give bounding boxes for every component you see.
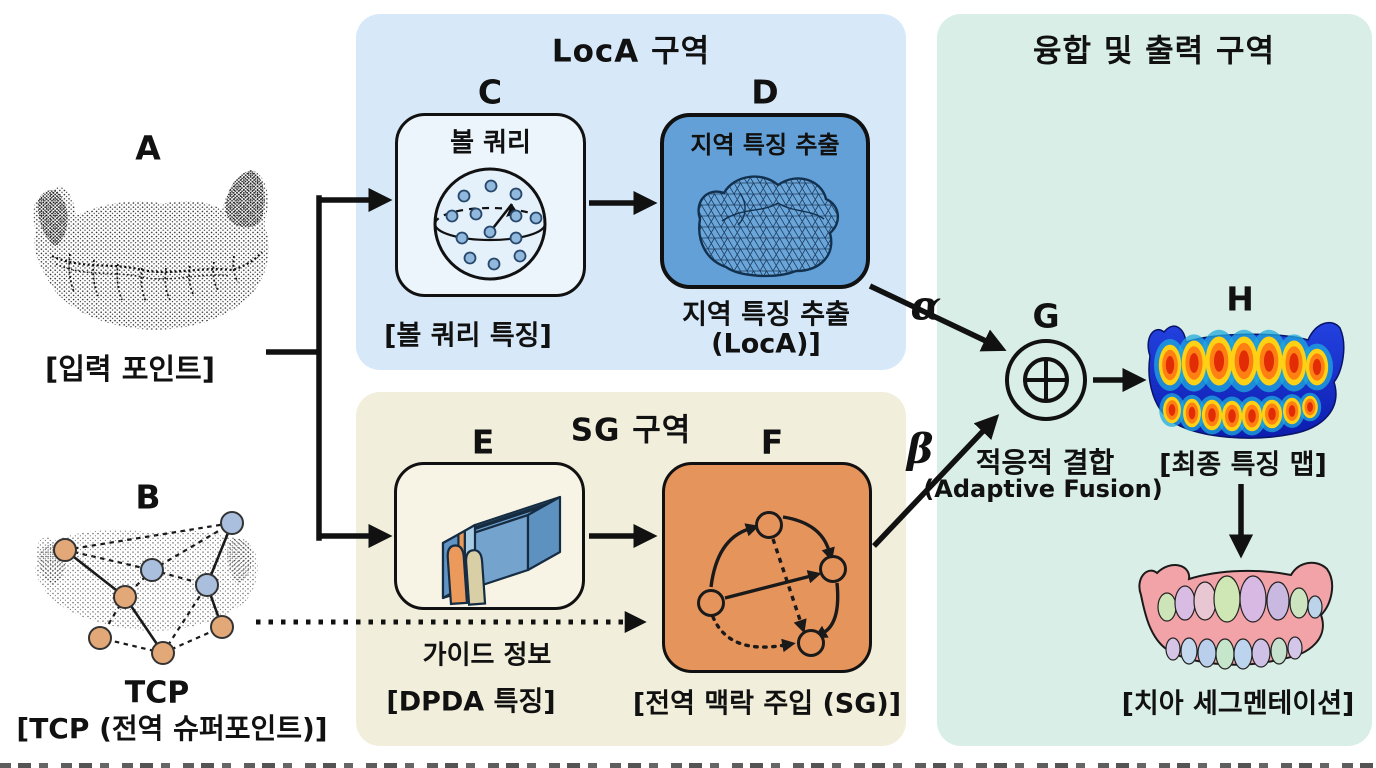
caption-ball-query-feature: [볼 쿼리 특징] <box>384 320 552 352</box>
block-local-feature: 지역 특징 추출 <box>660 113 870 289</box>
tcp-superpoint-illustration <box>35 511 258 665</box>
guide-info-label: 가이드 정보 <box>422 640 552 671</box>
final-feature-heatmap-illustration <box>1147 321 1345 439</box>
caption-dpda-feature: [DPDA 특징] <box>386 686 556 718</box>
caption-tooth-segmentation: [치아 세그멘테이션] <box>1121 688 1355 720</box>
tooth-segmentation-illustration <box>1138 561 1334 670</box>
block-dpda <box>394 462 585 610</box>
label-e: E <box>471 422 495 462</box>
ball-query-illustration <box>433 167 547 281</box>
block-global-context <box>662 462 872 673</box>
label-b: B <box>135 477 161 517</box>
label-d: D <box>751 72 779 112</box>
region-fusion-title: 융합 및 출력 구역 <box>1032 33 1276 70</box>
caption-tcp-superpoints: [TCP (전역 슈퍼포인트)] <box>16 712 328 745</box>
caption-local-feature-line2: (LocA)] <box>711 328 821 360</box>
caption-input-points: [입력 포인트] <box>44 352 216 386</box>
input-point-cloud-illustration <box>33 170 269 330</box>
mesh-tooth-illustration <box>697 175 839 278</box>
caption-local-feature-line1: 지역 특징 추출 <box>682 299 850 331</box>
label-g: G <box>1032 296 1060 336</box>
graph-context-illustration <box>697 511 847 657</box>
beta-weight-label: β <box>906 425 934 473</box>
fusion-plus-icon <box>1005 339 1087 421</box>
label-a: A <box>135 128 161 168</box>
feature-tensor-illustration <box>441 495 562 606</box>
label-f: F <box>760 422 784 462</box>
alpha-weight-label: α <box>910 282 942 330</box>
local-feature-title: 지역 특징 추출 <box>690 131 840 159</box>
region-sg-title: SG 구역 <box>570 412 692 449</box>
label-c: C <box>477 72 503 112</box>
cropped-caption-strip <box>0 763 1376 768</box>
caption-final-feature-map: [최종 특징 맵] <box>1159 449 1327 481</box>
ball-query-title: 볼 쿼리 <box>450 128 531 158</box>
caption-adaptive-fusion-ko: 적응적 결합 <box>975 446 1115 479</box>
caption-global-context: [전역 맥락 주입 (SG)] <box>632 688 902 720</box>
label-h: H <box>1226 279 1254 319</box>
block-ball-query: 볼 쿼리 <box>395 113 586 297</box>
tcp-title: TCP <box>124 675 190 711</box>
region-loca-title: LocA 구역 <box>551 33 711 70</box>
caption-adaptive-fusion-en: (Adaptive Fusion) <box>923 475 1163 503</box>
